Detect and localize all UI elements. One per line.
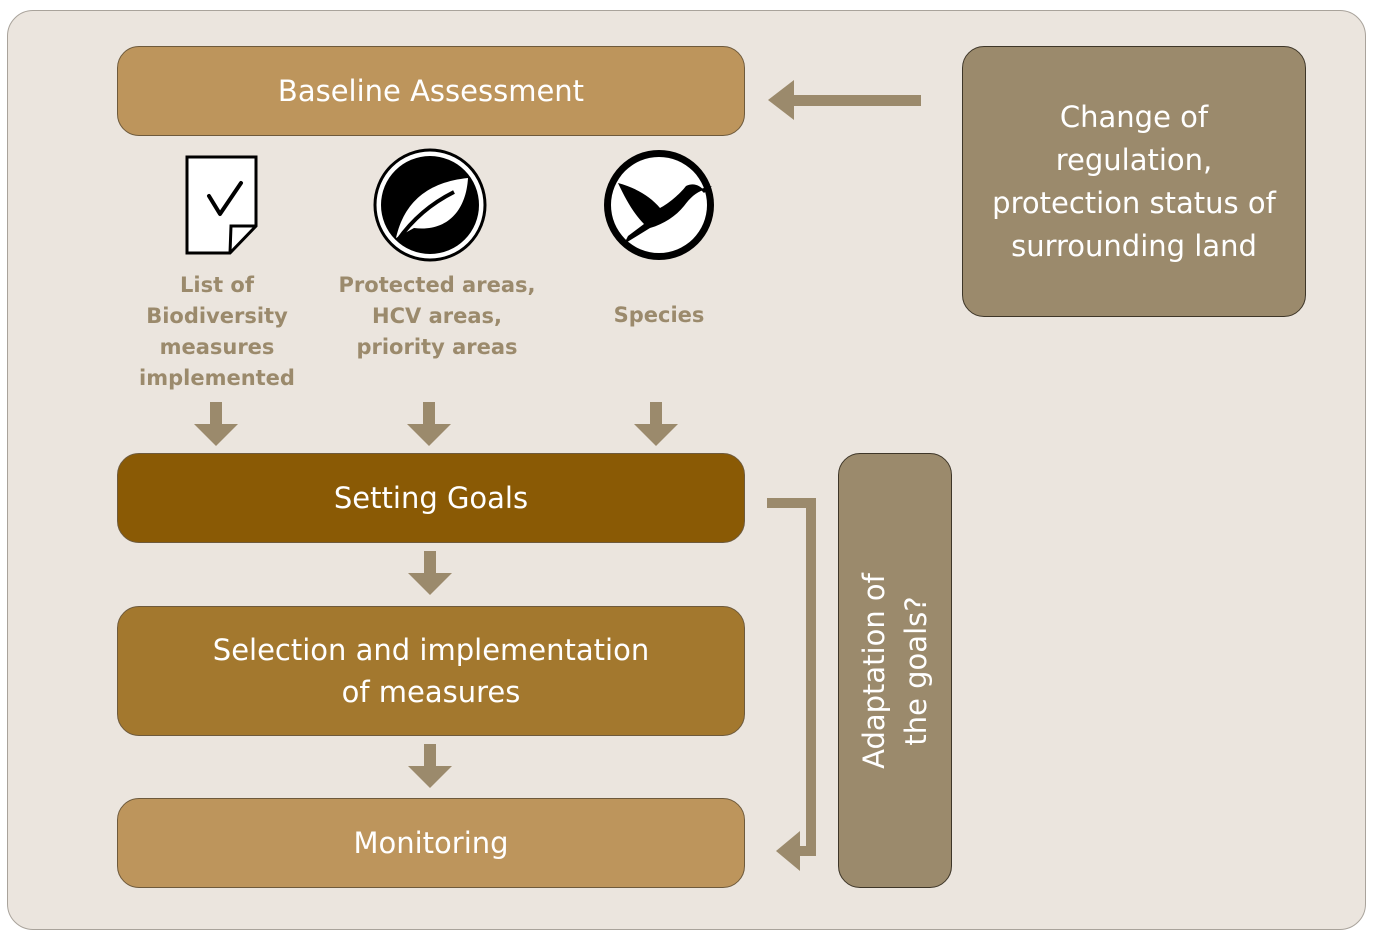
setting-goals-box: Setting Goals <box>117 453 745 543</box>
monitoring-box: Monitoring <box>117 798 745 888</box>
checklist-document-icon <box>185 155 258 255</box>
arrow-change-to-baseline <box>768 80 921 120</box>
change-label-line3: protection status of <box>992 185 1276 220</box>
adaptation-label: Adaptation of the goals? <box>857 572 933 769</box>
baseline-assessment-box: Baseline Assessment <box>117 46 745 136</box>
input-label-biodiversity-measures: List of Biodiversity measures implemente… <box>139 273 295 390</box>
arrow-goals-feedback-to-monitoring <box>767 498 816 871</box>
change-of-regulation-box: Change of regulation, protection status … <box>962 46 1306 317</box>
baseline-assessment-label: Baseline Assessment <box>277 74 585 108</box>
arrow-goals-to-selection <box>408 551 452 595</box>
leaf-icon <box>373 148 487 262</box>
adaptation-of-goals-box: Adaptation of the goals? <box>838 453 952 888</box>
change-label-line1: Change of <box>1059 99 1209 134</box>
change-label-line2: regulation, <box>1055 142 1213 177</box>
arrow-checklist-to-goals <box>194 402 238 446</box>
monitoring-label: Monitoring <box>353 826 509 860</box>
arrow-selection-to-monitoring <box>408 744 452 788</box>
change-label-line4: surrounding land <box>1011 228 1257 263</box>
bird-icon <box>604 150 714 260</box>
selection-label-line2: of measures <box>341 675 521 709</box>
arrow-species-to-goals <box>634 402 678 446</box>
selection-implementation-box: Selection and implementation of measures <box>117 606 745 736</box>
selection-label-line1: Selection and implementation <box>212 633 650 667</box>
input-label-protected-areas: Protected areas, HCV areas, priority are… <box>338 273 536 359</box>
setting-goals-label: Setting Goals <box>333 481 529 515</box>
arrow-areas-to-goals <box>407 402 451 446</box>
input-label-species: Species <box>613 303 705 327</box>
